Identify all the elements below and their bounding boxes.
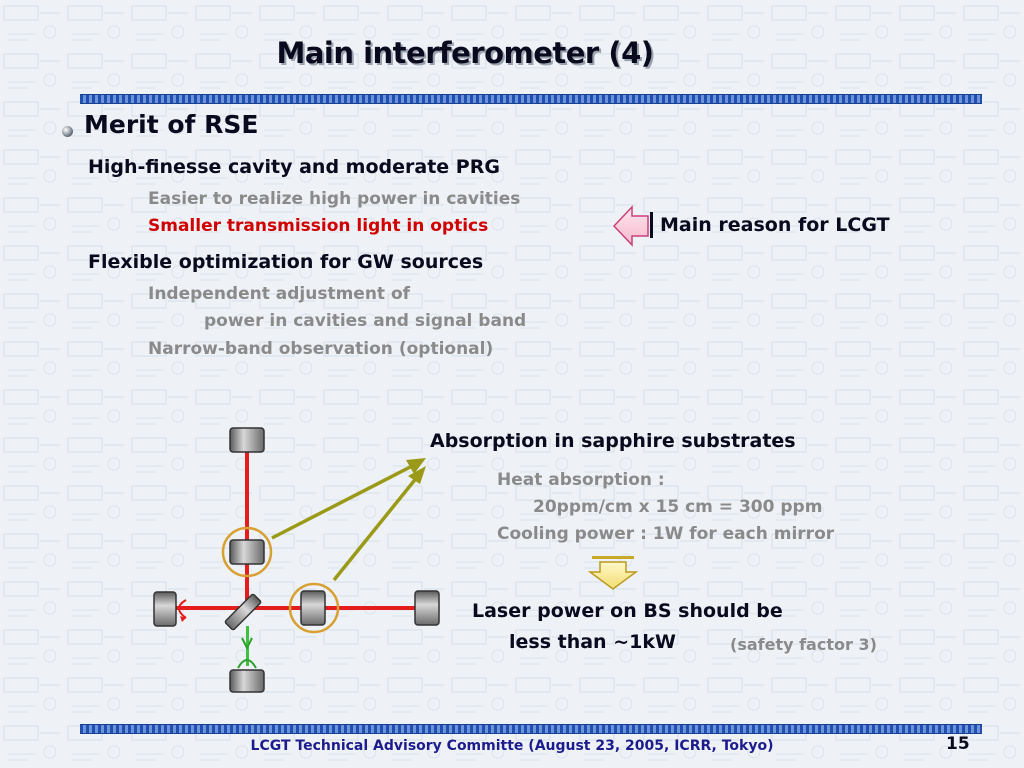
page-number: 15	[946, 734, 970, 754]
end-mirror-east	[414, 590, 440, 626]
sub-independent-adjustment: Independent adjustment of	[148, 284, 411, 304]
point-high-finesse: High-finesse cavity and moderate PRG	[88, 156, 500, 178]
laser-power-line1: Laser power on BS should be	[472, 600, 783, 622]
sub-power-signal-band: power in cavities and signal band	[204, 311, 527, 331]
input-mirror-east	[300, 590, 326, 626]
footer-text: LCGT Technical Advisory Committe (August…	[250, 738, 774, 754]
down-arrow-yellow-icon	[587, 556, 639, 590]
footer-rule	[80, 724, 982, 734]
down-arrow-icon	[241, 637, 253, 651]
safety-factor-note: (safety factor 3)	[730, 635, 877, 654]
absorption-heading: Absorption in sapphire substrates	[430, 430, 796, 452]
bullet-icon	[62, 126, 73, 137]
reason-divider	[650, 212, 653, 238]
laser-power-line2: less than ~1kW	[509, 631, 676, 653]
cooling-power: Cooling power : 1W for each mirror	[497, 524, 835, 544]
end-mirror-north	[229, 427, 265, 453]
bullet-merit-of-rse: Merit of RSE	[84, 110, 259, 139]
left-arrow-icon	[612, 205, 649, 247]
signal-recycling-mirror	[229, 669, 265, 693]
sub-easier-high-power: Easier to realize high power in cavities	[148, 189, 521, 209]
highlight-circle-east	[288, 582, 340, 634]
interferometer-diagram	[153, 427, 440, 693]
recycling-mirror-west	[153, 591, 177, 627]
recycle-arrowhead-west	[180, 616, 186, 622]
highlight-circle-north	[221, 526, 273, 578]
heat-absorption-label: Heat absorption :	[497, 470, 665, 490]
main-reason-label: Main reason for LCGT	[660, 214, 890, 236]
sub-smaller-transmission: Smaller transmission light in optics	[148, 216, 489, 236]
heat-absorption-value: 20ppm/cm x 15 cm = 300 ppm	[533, 497, 823, 517]
recycle-arrow-south	[237, 659, 257, 669]
header-rule	[80, 94, 982, 104]
beam-splitter	[224, 593, 262, 631]
pointer-arrows	[271, 458, 426, 582]
slide-title: Main interferometer (4)	[276, 36, 654, 70]
point-flexible-optimization: Flexible optimization for GW sources	[88, 251, 484, 273]
input-mirror-north	[229, 539, 265, 565]
sub-narrow-band: Narrow-band observation (optional)	[148, 339, 494, 359]
recycle-arrow-west	[178, 599, 187, 619]
